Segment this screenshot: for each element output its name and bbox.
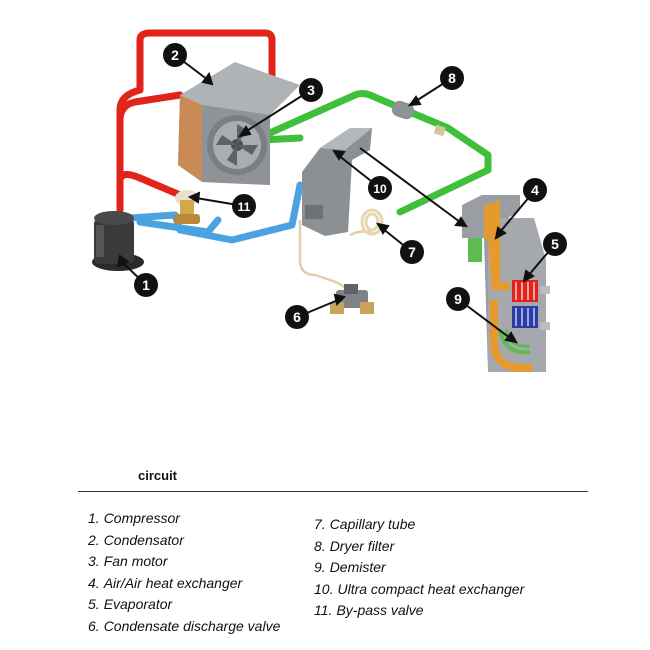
compressor [92, 211, 144, 271]
badge-10: 10 [368, 176, 392, 200]
legend-item: 2.Condensator [88, 531, 184, 548]
svg-text:3: 3 [307, 82, 315, 98]
svg-text:8: 8 [448, 70, 456, 86]
legend-item: 4.Air/Air heat exchanger [88, 574, 243, 591]
badge-5: 5 [543, 232, 567, 256]
condensator-fan-unit [178, 62, 300, 185]
legend-item: 1.Compressor [88, 510, 180, 526]
badge-3: 3 [299, 78, 323, 102]
badge-7: 7 [400, 240, 424, 264]
legend-divider [78, 491, 588, 492]
condensate-discharge-valve [330, 284, 374, 314]
legend-title: circuit [138, 468, 178, 483]
legend-item: 3.Fan motor [88, 553, 168, 570]
legend-item: 6.Condensate discharge valve [88, 617, 281, 634]
legend-item: 9.Demister [314, 559, 386, 576]
hot-gas-line [116, 29, 276, 214]
capillary-coil [360, 208, 384, 236]
legend-item: 10.Ultra compact heat exchanger [314, 580, 525, 597]
badge-1: 1 [134, 273, 158, 297]
legend-right-column: 7.Capillary tube 8.Dryer filter 9.Demist… [314, 514, 524, 622]
badge-8: 8 [440, 66, 464, 90]
suction-line [126, 181, 304, 244]
air-air-heat-exchanger-housing [462, 195, 550, 372]
circuit-diagram: 1 2 3 4 5 6 7 8 9 10 11 [92, 29, 567, 372]
legend-left-column: 1.Compressor 2.Condensator 3.Fan motor 4… [88, 508, 280, 638]
svg-text:9: 9 [454, 291, 462, 307]
svg-text:6: 6 [293, 309, 301, 325]
legend-item: 8.Dryer filter [314, 537, 395, 554]
svg-text:2: 2 [171, 47, 179, 63]
svg-text:7: 7 [408, 244, 416, 260]
badge-4: 4 [523, 178, 547, 202]
legend-item: 5.Evaporator [88, 596, 173, 613]
badge-11: 11 [232, 194, 256, 218]
by-pass-valve [174, 190, 200, 224]
svg-text:10: 10 [373, 182, 387, 196]
svg-text:4: 4 [531, 182, 539, 198]
svg-text:5: 5 [551, 236, 559, 252]
svg-text:11: 11 [238, 200, 251, 214]
badge-6: 6 [285, 305, 309, 329]
badge-9: 9 [446, 287, 470, 311]
svg-text:1: 1 [142, 277, 150, 293]
ultra-compact-heat-exchanger [302, 128, 372, 236]
badge-2: 2 [163, 43, 187, 67]
legend-item: 11.By-pass valve [314, 602, 424, 619]
legend-item: 7.Capillary tube [314, 516, 416, 532]
